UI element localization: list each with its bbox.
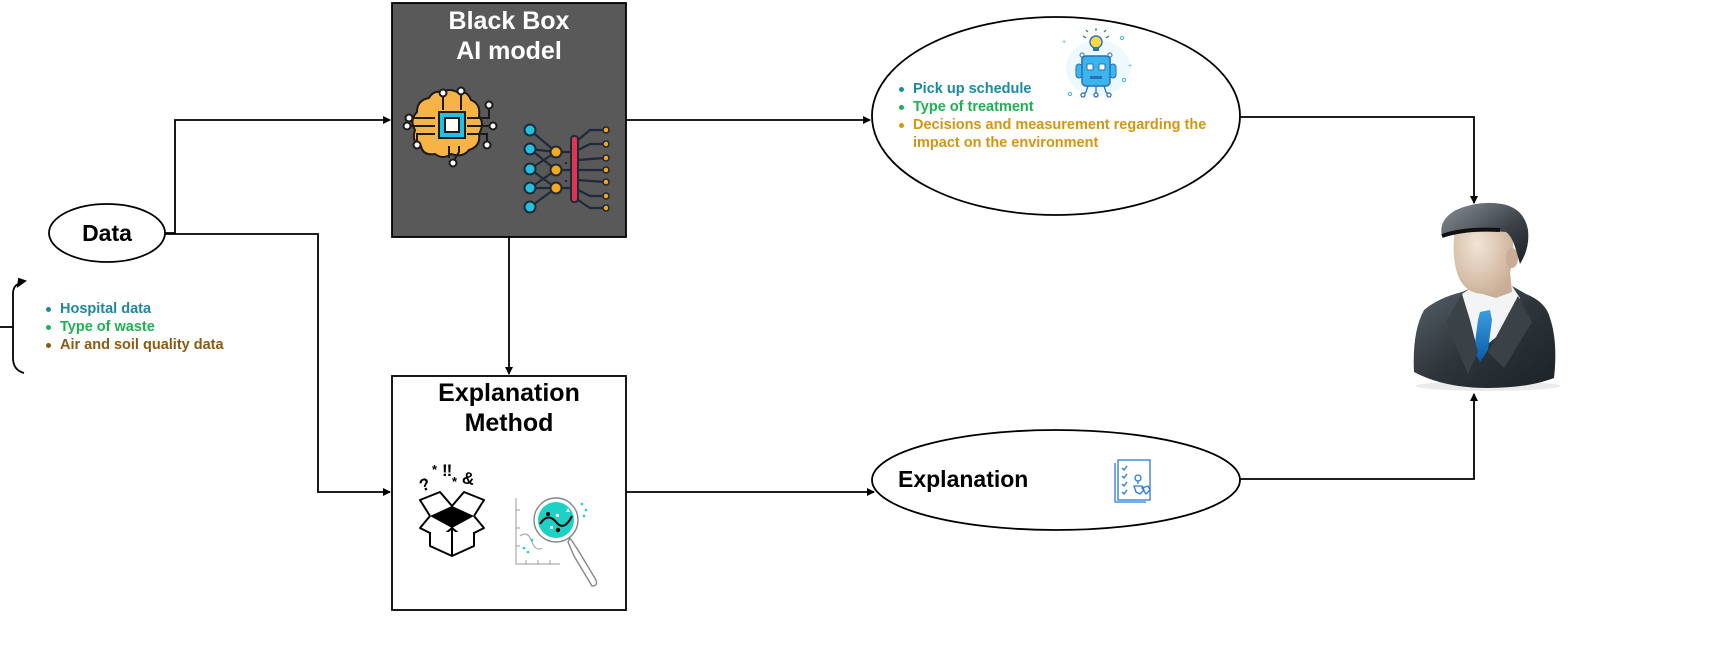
output-item: Pick up schedule	[897, 80, 1227, 98]
data-source-item: Air and soil quality data	[44, 336, 224, 354]
data-source-text: Hospital data	[60, 301, 152, 317]
checklist-document-icon	[1114, 459, 1151, 503]
data-source-text: Air and soil quality data	[60, 337, 224, 353]
connector-outputs-to-user	[1240, 116, 1478, 204]
output-text: Decisions and measurement regarding the	[913, 117, 1207, 133]
open-box-icon: ? * ‼ * &	[417, 461, 485, 557]
magnifier-chart-icon	[515, 497, 598, 587]
svg-text:*: *	[432, 462, 438, 477]
explanation-node-label: Explanation	[898, 466, 1029, 492]
data-node-ellipse[interactable]	[48, 203, 166, 263]
robot-lightbulb-icon: +++	[1062, 28, 1132, 98]
output-item: Decisions and measurement regarding the …	[897, 116, 1227, 152]
outputs-node-ellipse[interactable]	[871, 16, 1241, 216]
connector-data-to-explanation-method	[165, 233, 391, 496]
connector-data-to-blackbox	[165, 116, 391, 234]
outputs-list: Pick up schedule Type of treatment Decis…	[897, 80, 1227, 152]
data-source-item: Type of waste	[44, 318, 224, 336]
svg-text:‼: ‼	[442, 461, 452, 480]
data-node-label: Data	[82, 220, 132, 246]
explanation-method-title-line2: Method	[464, 409, 554, 437]
svg-text:+: +	[1128, 63, 1132, 70]
data-sources-bracket	[0, 277, 27, 374]
svg-text:+: +	[1062, 39, 1066, 46]
explanation-method-title: Explanation Method	[392, 378, 626, 438]
data-sources-list: Hospital data Type of waste Air and soil…	[44, 300, 224, 354]
output-text: Type of treatment	[913, 99, 1034, 115]
brain-chip-icon	[402, 86, 498, 168]
data-source-text: Type of waste	[60, 319, 155, 335]
output-item: Type of treatment	[897, 98, 1227, 116]
connector-explanation-to-user	[1240, 393, 1478, 480]
output-text: Pick up schedule	[913, 81, 1032, 97]
black-box-title: Black Box AI model	[392, 6, 626, 66]
svg-text:&: &	[461, 468, 476, 489]
black-box-title-line2: AI model	[456, 37, 562, 65]
neural-network-icon	[523, 123, 610, 214]
businessman-avatar-icon[interactable]	[1413, 202, 1560, 391]
black-box-title-line1: Black Box	[448, 7, 570, 35]
svg-text:*: *	[452, 474, 458, 489]
explanation-method-title-line1: Explanation	[438, 379, 580, 407]
explanation-node-ellipse[interactable]	[871, 429, 1241, 531]
data-source-item: Hospital data	[44, 300, 224, 318]
output-text-continuation: impact on the environment	[913, 135, 1099, 151]
